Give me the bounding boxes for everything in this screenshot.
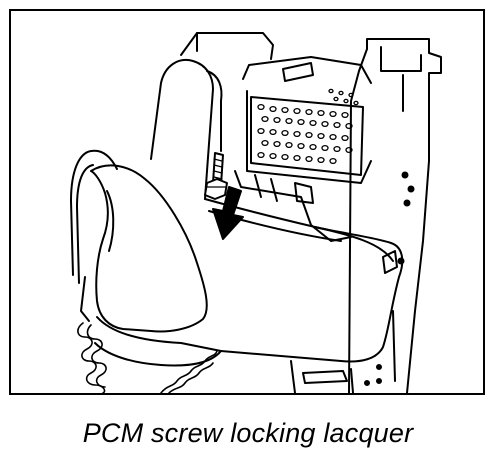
- pcm-unit: [180, 32, 372, 242]
- illustration-frame: [9, 9, 485, 395]
- mounting-bracket: [348, 38, 442, 393]
- down-arrow-icon: [212, 186, 244, 240]
- figure-caption: PCM screw locking lacquer: [82, 418, 414, 448]
- lower-chassis: [290, 360, 370, 393]
- screw-icon: [204, 152, 228, 200]
- coiled-cord: [77, 322, 218, 393]
- vent-grid: [257, 88, 359, 165]
- pcm-handset-illustration: [70, 32, 442, 393]
- handset-cradle: [150, 59, 404, 363]
- handset: [70, 149, 222, 367]
